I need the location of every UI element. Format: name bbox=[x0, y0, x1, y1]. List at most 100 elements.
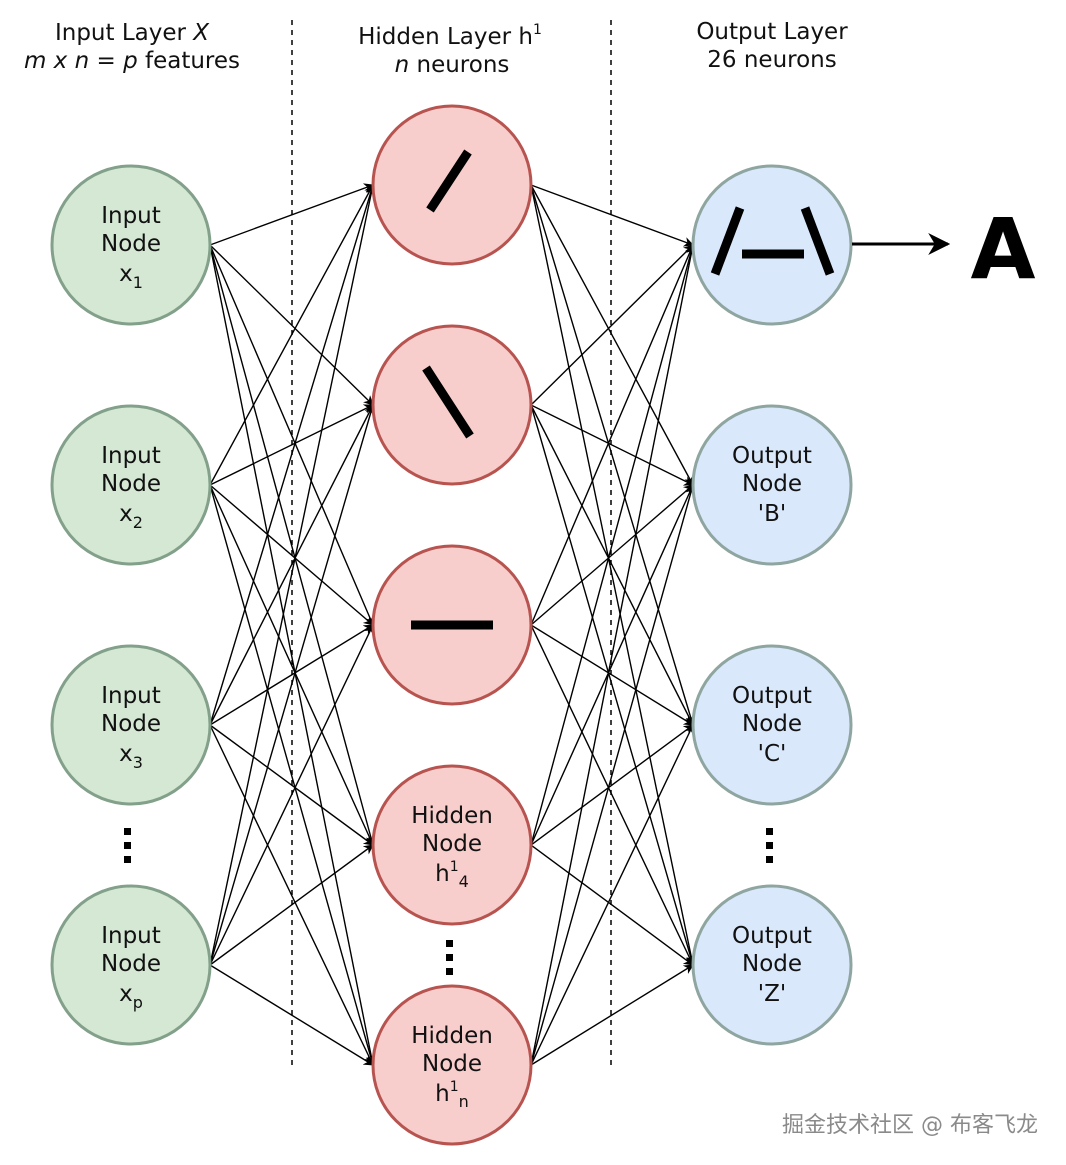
svg-text:m x n = p features: m x n = p features bbox=[24, 48, 240, 74]
output-layer-header: Output Layer 26 neurons bbox=[696, 19, 848, 73]
edge-input4-hidden2 bbox=[209, 404, 376, 966]
input-ellipsis-icon bbox=[124, 828, 131, 863]
output-node-a bbox=[691, 164, 853, 326]
node-label-line1: Input bbox=[101, 923, 161, 949]
edge-input3-hidden1 bbox=[209, 184, 376, 726]
edge-hidden4-output2 bbox=[530, 484, 694, 846]
edge-hidden2-output4 bbox=[530, 404, 696, 966]
edge-hidden3-output3 bbox=[530, 624, 694, 726]
hidden-ellipsis-icon bbox=[446, 940, 453, 975]
edge-input3-hidden2 bbox=[209, 404, 374, 726]
node-label-line2: Node bbox=[101, 471, 161, 497]
edge-input1-hidden4 bbox=[209, 244, 376, 846]
edge-input4-hidden3 bbox=[209, 624, 374, 966]
edge-hidden2-output1 bbox=[530, 244, 694, 406]
node-label-line3: x3 bbox=[119, 741, 143, 772]
node-label-line3: 'B' bbox=[758, 501, 786, 527]
node-label-line2: Node bbox=[422, 1051, 482, 1077]
edge-hidden4-output4 bbox=[530, 844, 694, 966]
svg-text:n neurons: n neurons bbox=[395, 52, 510, 78]
node-label-line2: Node bbox=[742, 711, 802, 737]
node-label-line1: Input bbox=[101, 443, 161, 469]
edge-input4-hidden4 bbox=[209, 844, 374, 966]
edge-input1-hidden5 bbox=[209, 244, 377, 1066]
backslash-stroke-icon bbox=[422, 365, 474, 439]
edge-input2-hidden3 bbox=[209, 484, 374, 626]
edge-hidden5-output2 bbox=[530, 484, 696, 1066]
edge-hidden5-output3 bbox=[530, 724, 694, 1066]
node-label-line1: Input bbox=[101, 203, 161, 229]
edge-hidden1-output1 bbox=[530, 184, 694, 247]
edge-input1-hidden1 bbox=[209, 183, 374, 246]
result-letter-a: A bbox=[970, 200, 1035, 298]
edge-input3-hidden5 bbox=[209, 724, 374, 1066]
hidden-layer-header: Hidden Layer h1 n neurons bbox=[358, 22, 542, 78]
edge-input4-hidden1 bbox=[209, 184, 377, 966]
svg-text:Input Layer X: Input Layer X bbox=[55, 20, 210, 46]
node-label-line2: Node bbox=[101, 951, 161, 977]
node-label-line1: Input bbox=[101, 683, 161, 709]
svg-text:Output Layer: Output Layer bbox=[696, 19, 848, 45]
edge-hidden3-output1 bbox=[530, 244, 695, 626]
node-label-line3: x1 bbox=[119, 261, 143, 292]
edge-input1-hidden3 bbox=[209, 244, 375, 626]
node-label-line2: Node bbox=[101, 711, 161, 737]
slash-stroke-icon bbox=[426, 149, 472, 213]
edge-hidden5-output1 bbox=[530, 244, 697, 1066]
edge-input2-hidden2 bbox=[209, 404, 374, 486]
hidden-node-backslash-stroke bbox=[371, 324, 533, 486]
node-label-line2: Node bbox=[742, 951, 802, 977]
edge-input4-hidden5 bbox=[209, 964, 374, 1066]
node-label-line2: Node bbox=[101, 231, 161, 257]
node-label-line3: 'C' bbox=[758, 741, 787, 767]
svg-text:26 neurons: 26 neurons bbox=[707, 47, 836, 73]
edge-hidden2-output3 bbox=[530, 404, 694, 726]
edge-input2-hidden5 bbox=[209, 484, 376, 1066]
edge-input3-hidden4 bbox=[209, 724, 374, 846]
node-label-line1: Hidden bbox=[411, 803, 493, 829]
node-label-line3: xp bbox=[119, 981, 143, 1012]
edge-input3-hidden3 bbox=[209, 624, 374, 726]
input-layer-header: Input Layer X m x n = p features bbox=[24, 20, 240, 74]
node-label-line2: Node bbox=[742, 471, 802, 497]
hidden-node-horizontal-stroke bbox=[371, 544, 533, 706]
node-label-line2: Node bbox=[422, 831, 482, 857]
edge-hidden4-output1 bbox=[530, 244, 696, 846]
edge-hidden2-output2 bbox=[530, 404, 694, 486]
edge-hidden1-output3 bbox=[530, 184, 696, 726]
letter-a-strokes-icon bbox=[710, 206, 835, 276]
node-label-line1: Output bbox=[732, 923, 812, 949]
node-label-line1: Output bbox=[732, 443, 812, 469]
edge-hidden5-output4 bbox=[530, 964, 694, 1066]
node-label-line3: 'Z' bbox=[758, 981, 786, 1007]
edge-hidden1-output4 bbox=[530, 184, 697, 966]
connection-edges bbox=[209, 183, 697, 1066]
network-nodes: InputNodex1InputNodex2InputNodex3InputNo… bbox=[50, 104, 853, 1146]
node-label-line3: h1n bbox=[435, 1079, 469, 1111]
edge-hidden4-output3 bbox=[530, 724, 694, 846]
edge-hidden3-output2 bbox=[530, 484, 694, 626]
edge-input2-hidden4 bbox=[209, 484, 374, 846]
edge-input2-hidden1 bbox=[209, 184, 374, 486]
node-label-line1: Hidden bbox=[411, 1023, 493, 1049]
edge-input1-hidden2 bbox=[209, 244, 374, 406]
hidden-node-slash-stroke bbox=[371, 104, 533, 266]
svg-text:Hidden Layer h1: Hidden Layer h1 bbox=[358, 22, 542, 50]
node-label-line3: x2 bbox=[119, 501, 143, 532]
edge-hidden1-output2 bbox=[530, 184, 694, 486]
node-label-line3: h14 bbox=[435, 859, 469, 891]
output-ellipsis-icon bbox=[766, 828, 773, 863]
watermark: 掘金技术社区 @ 布客飞龙 bbox=[782, 1113, 1038, 1138]
node-label-line1: Output bbox=[732, 683, 812, 709]
edge-hidden3-output4 bbox=[530, 624, 694, 966]
